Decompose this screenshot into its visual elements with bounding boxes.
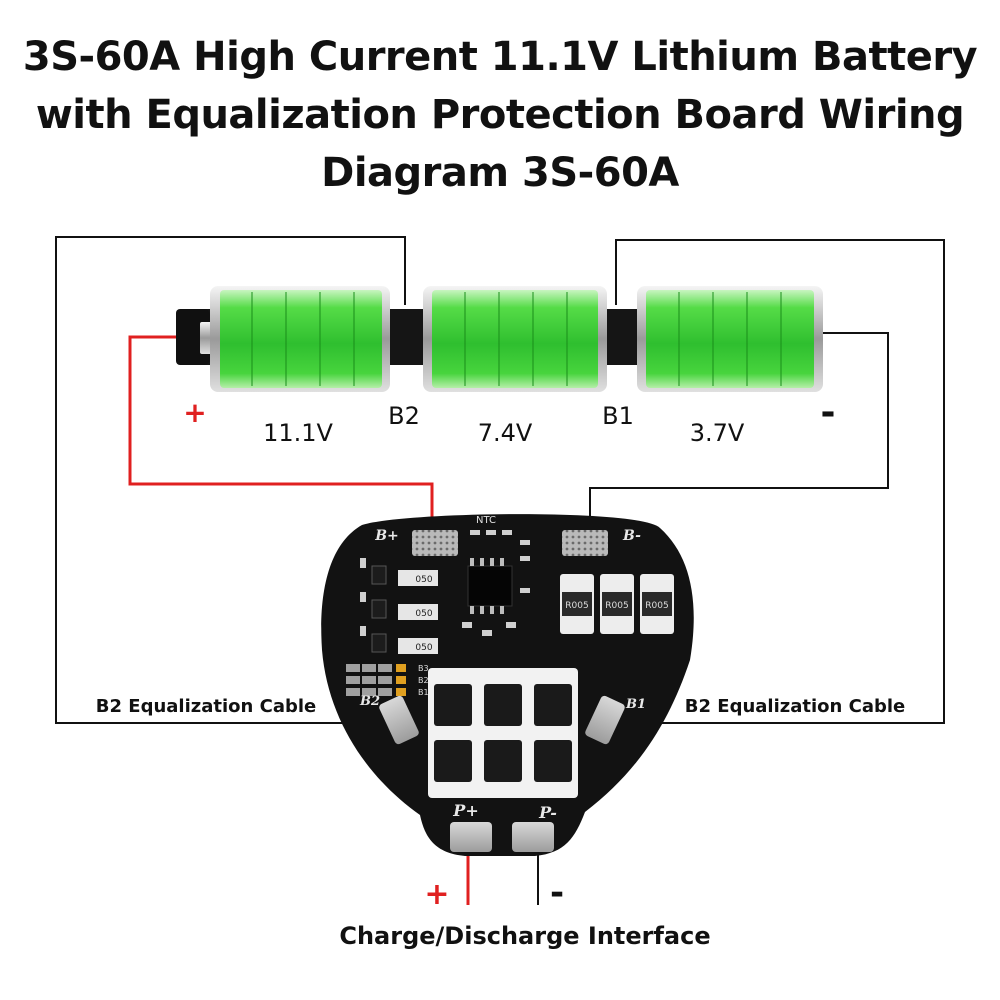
smd-resistor-text-1: 050 xyxy=(415,575,432,585)
shunt-text-3: R005 xyxy=(645,601,668,611)
battery-terminal xyxy=(200,322,212,354)
silk-b2: B2 xyxy=(359,694,380,709)
silk-b-plus: B+ xyxy=(374,528,399,544)
shunt-text-2: R005 xyxy=(605,601,628,611)
tag-b2: B2 xyxy=(418,676,429,685)
battery-labels: + 11.1V B2 7.4V B1 3.7V - xyxy=(183,392,835,447)
smd-resistor-text-2: 050 xyxy=(415,609,432,619)
interface-minus-sign: - xyxy=(550,873,564,913)
silk-b-minus: B- xyxy=(622,528,641,544)
title-line-2: with Equalization Protection Board Wirin… xyxy=(35,92,965,138)
mosfets xyxy=(434,684,572,782)
smd-resistor-text-3: 050 xyxy=(415,643,432,653)
battery-cell-3 xyxy=(637,286,823,392)
smd-components xyxy=(360,530,530,636)
battery-cell-1 xyxy=(210,286,390,392)
title-line-3: Diagram 3S-60A xyxy=(321,150,679,196)
silk-p-plus: P+ xyxy=(452,801,478,820)
interface-plus-sign: + xyxy=(424,877,449,912)
tag-b1: B1 xyxy=(418,688,429,697)
voltage-label-3v: 3.7V xyxy=(690,419,745,447)
title-line-1: 3S-60A High Current 11.1V Lithium Batter… xyxy=(22,34,978,80)
silk-b1: B1 xyxy=(625,697,646,712)
shunt-resistors: R005 R005 R005 xyxy=(560,574,674,634)
pad-b-plus xyxy=(412,530,458,556)
voltage-label-7v: 7.4V xyxy=(478,419,533,447)
right-cable-label: B2 Equalization Cable xyxy=(685,696,905,717)
voltage-label-11v: 11.1V xyxy=(263,419,333,447)
battery-plus-sign: + xyxy=(183,396,206,429)
left-cable-label: B2 Equalization Cable xyxy=(96,696,316,717)
shunt-text-1: R005 xyxy=(565,601,588,611)
battery-minus-sign: - xyxy=(821,392,836,433)
pad-b1: B1 xyxy=(585,695,646,745)
battery-pack xyxy=(176,286,823,392)
node-label-b2: B2 xyxy=(388,402,420,430)
balance-tags: B3 B2 B1 xyxy=(346,664,429,697)
b-minus-wire xyxy=(589,332,889,538)
b-plus-wire xyxy=(128,335,434,538)
control-ic xyxy=(467,565,513,607)
balance-resistors: 050 050 050 xyxy=(371,565,438,654)
pad-b2: B2 xyxy=(359,694,419,745)
tag-b3: B3 xyxy=(418,664,429,673)
pad-p-plus xyxy=(450,822,492,852)
pad-p-minus xyxy=(512,822,554,852)
silk-p-minus: P- xyxy=(538,803,557,822)
silk-ntc: NTC xyxy=(476,515,496,526)
b2-balance-wire xyxy=(55,236,406,724)
diagram-title: 3S-60A High Current 11.1V Lithium Batter… xyxy=(0,28,1000,202)
b1-balance-wire xyxy=(605,239,945,724)
pad-b-minus xyxy=(562,530,608,556)
battery-cell-2 xyxy=(423,286,607,392)
protection-board: B+ B- NTC 050 050 050 xyxy=(321,514,694,856)
interface-label: Charge/Discharge Interface xyxy=(339,922,710,950)
node-label-b1: B1 xyxy=(602,402,634,430)
black-wires xyxy=(55,236,945,905)
